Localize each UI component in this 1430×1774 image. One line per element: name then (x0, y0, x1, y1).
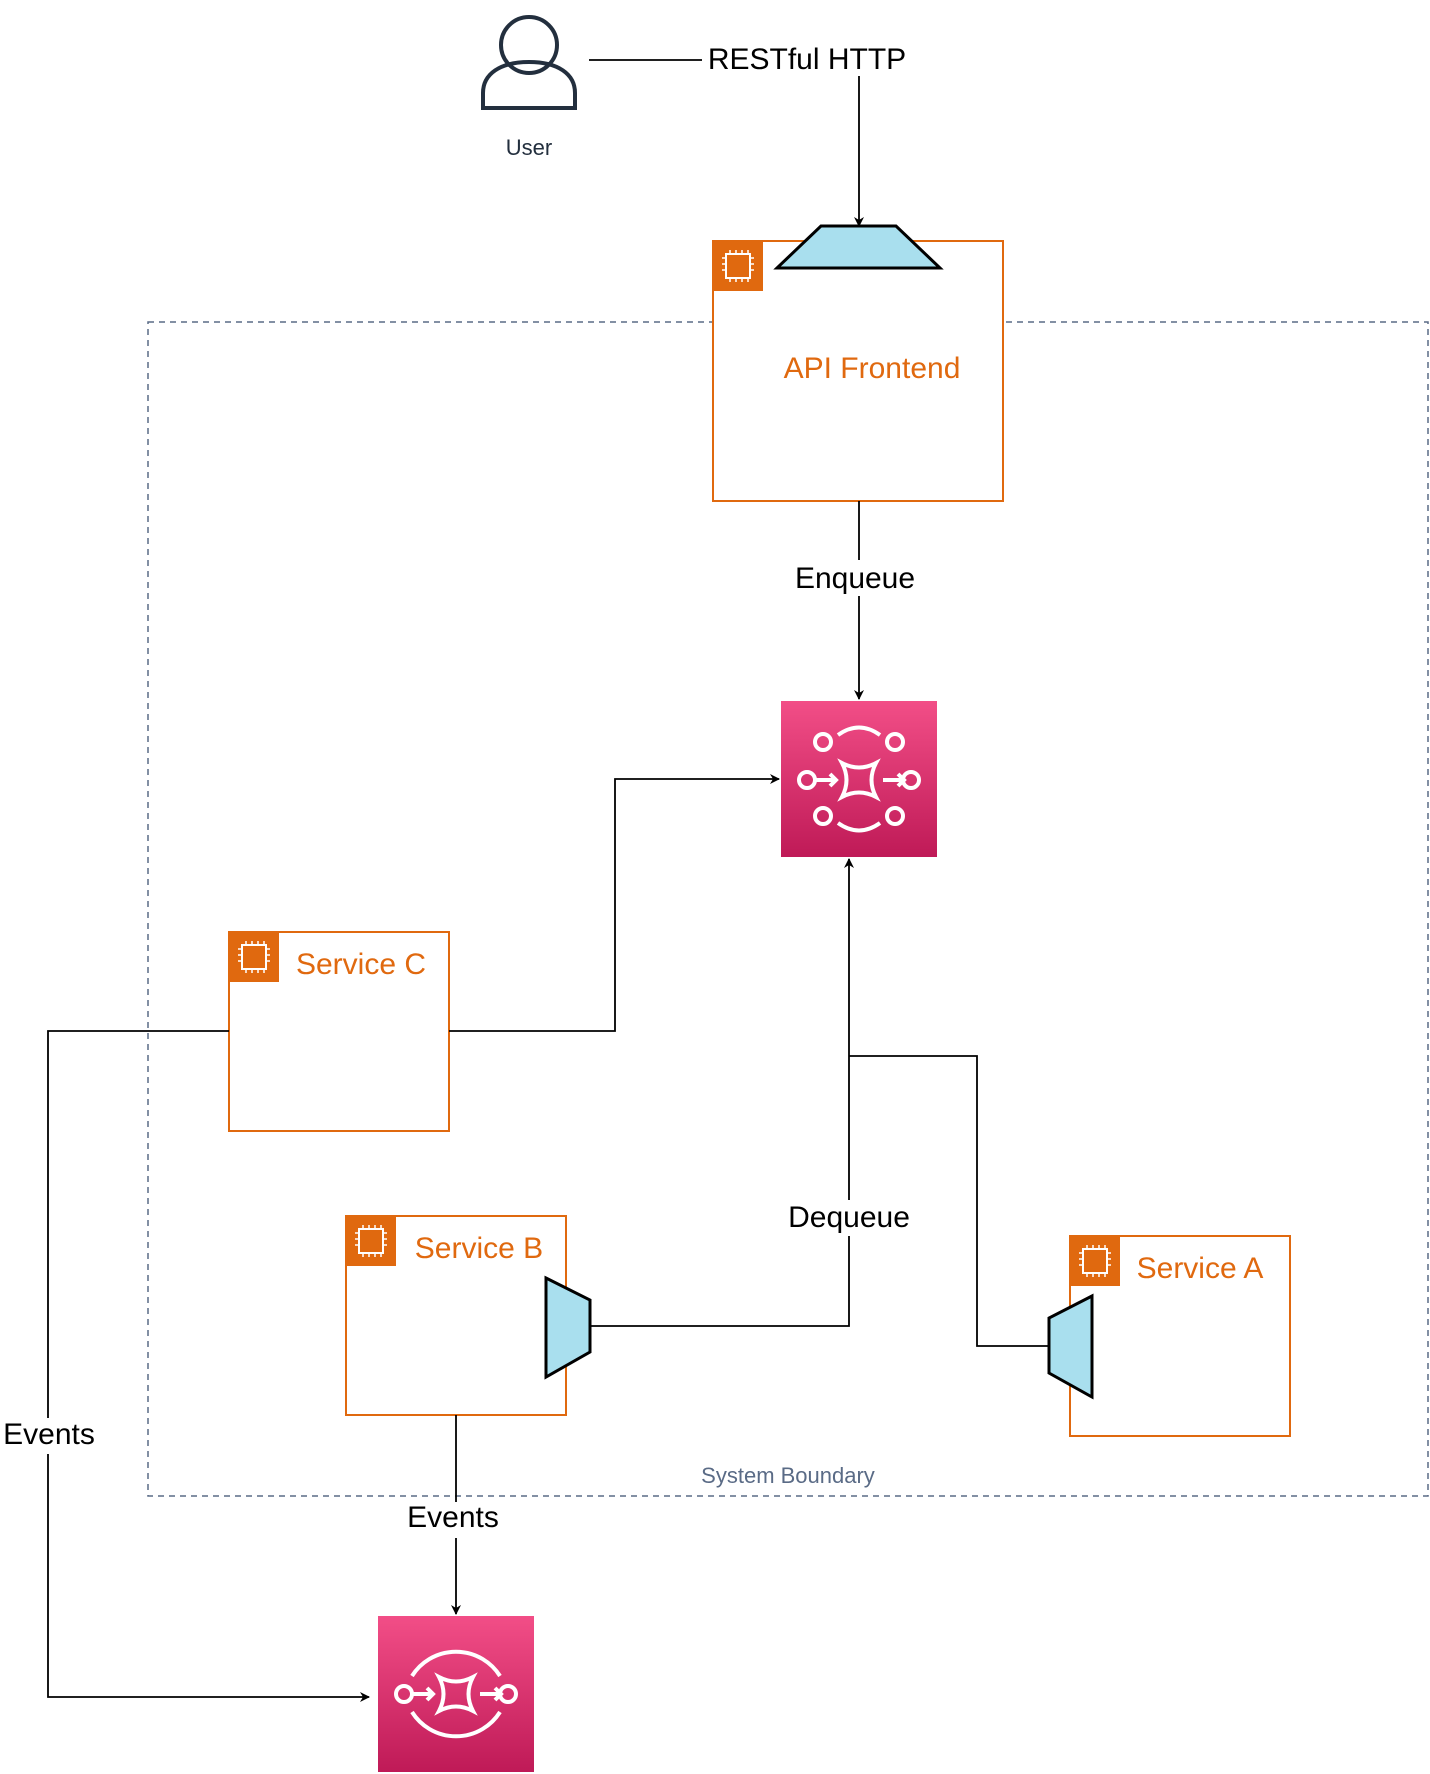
system-boundary-label: System Boundary (701, 1463, 875, 1488)
ec2-chip-icon (1070, 1236, 1120, 1286)
edge-service-c-to-mq (449, 774, 780, 1032)
edge-label-events-b: Events (407, 1501, 499, 1534)
edge-dequeue: Dequeue (590, 858, 1049, 1347)
service-b-port[interactable] (544, 1275, 592, 1380)
service-c-label: Service C (296, 948, 426, 981)
service-a-label: Service A (1137, 1252, 1264, 1285)
edge-label-enqueue: Enqueue (795, 562, 915, 595)
user-icon (481, 15, 577, 110)
ec2-chip-icon (229, 932, 279, 982)
service-a[interactable]: Service A (1047, 1235, 1291, 1437)
service-a-port[interactable] (1047, 1293, 1094, 1400)
api-frontend-port[interactable] (773, 224, 944, 270)
notification-topic-sns[interactable] (378, 1616, 534, 1772)
edge-enqueue: Enqueue (786, 501, 924, 700)
user-label: User (506, 135, 552, 160)
edge-label-restful-http: RESTful HTTP (708, 43, 906, 76)
sns-icon (394, 1649, 518, 1739)
api-frontend-label: API Frontend (784, 352, 961, 385)
edge-label-dequeue: Dequeue (788, 1201, 910, 1234)
service-b-label: Service B (415, 1232, 543, 1265)
service-c[interactable]: Service C (228, 931, 450, 1132)
edge-events-b: Events (404, 1415, 508, 1615)
edge-restful-http: RESTful HTTP (589, 43, 912, 227)
edge-events-c: Events (0, 1030, 370, 1702)
user[interactable]: User (481, 15, 577, 160)
service-b[interactable]: Service B (345, 1215, 592, 1416)
edge-label-events-c: Events (3, 1418, 95, 1451)
amazon-mq-icon (797, 725, 921, 833)
message-broker-mq[interactable] (781, 701, 937, 857)
ec2-chip-icon (713, 241, 763, 291)
ec2-chip-icon (346, 1216, 396, 1266)
service-api-frontend[interactable]: API Frontend (712, 224, 1004, 502)
